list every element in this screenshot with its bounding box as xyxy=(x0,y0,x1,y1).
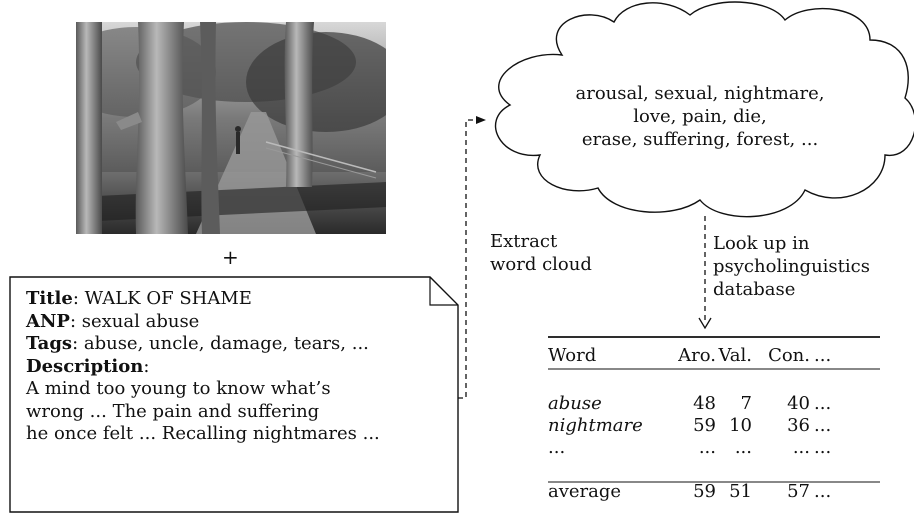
table-row: nightmare 59 10 36 ... xyxy=(548,414,831,436)
extract-label-line: Extract xyxy=(490,231,558,252)
table-average-row: average 59 51 57 ... xyxy=(548,480,831,502)
anp-value: : sexual abuse xyxy=(69,310,200,332)
description-heading: Description: xyxy=(26,356,380,379)
cloud-line: love, pain, die, xyxy=(633,106,767,127)
description-line: he once felt ... Recalling nightmares ..… xyxy=(26,423,380,444)
tags-line: Tags: abuse, uncle, damage, tears, ... xyxy=(26,333,380,356)
psycholinguistics-table: Word Aro. Val. Con. ... abuse 48 7 40 ..… xyxy=(548,340,831,502)
cloud-line: erase, suffering, forest, ... xyxy=(581,129,819,150)
description-line: wrong ... The pain and suffering xyxy=(26,400,320,422)
row-concreteness: ... xyxy=(792,436,810,458)
title-label: Title xyxy=(26,288,73,309)
row-valence: 7 xyxy=(740,392,752,414)
description-line: A mind too young to know what’s xyxy=(26,378,331,399)
lookup-label: Look up in psycholinguistics database xyxy=(713,233,870,302)
metadata-note: Title: WALK OF SHAME ANP: sexual abuse T… xyxy=(26,288,380,446)
header-more: ... xyxy=(814,344,832,366)
extract-arrowhead xyxy=(476,116,486,124)
anp-line: ANP: sexual abuse xyxy=(26,311,380,334)
extract-label-line: word cloud xyxy=(490,254,592,275)
metadata-note-outline xyxy=(9,276,459,513)
anp-label: ANP xyxy=(26,310,70,332)
average-label: average xyxy=(548,480,622,502)
table-row: abuse 48 7 40 ... xyxy=(548,392,831,414)
lookup-label-line: database xyxy=(713,279,796,300)
row-more: ... xyxy=(814,414,832,436)
lookup-label-line: Look up in xyxy=(713,233,810,254)
average-valence: 51 xyxy=(729,480,752,502)
title-value: : WALK OF SHAME xyxy=(72,288,252,309)
row-word: abuse xyxy=(548,392,602,414)
tags-value: : abuse, uncle, damage, tears, ... xyxy=(72,333,369,354)
description-label: Description xyxy=(26,355,144,377)
row-valence: 10 xyxy=(729,414,752,436)
row-more: ... xyxy=(814,392,832,414)
table-row: ... ... ... ... ... xyxy=(548,436,831,458)
row-word: ... xyxy=(548,436,566,458)
tags-label: Tags xyxy=(26,333,73,354)
average-concreteness: 57 xyxy=(787,480,810,502)
forest-photo-image xyxy=(76,22,386,234)
row-more: ... xyxy=(814,436,832,458)
note-fold xyxy=(429,277,458,306)
extract-label: Extract word cloud xyxy=(490,231,592,277)
extract-arrow-line xyxy=(458,119,478,399)
header-arousal: Aro. xyxy=(678,344,716,366)
cloud-line: arousal, sexual, nightmare, xyxy=(575,83,825,104)
word-cloud-text: arousal, sexual, nightmare, love, pain, … xyxy=(500,83,900,152)
row-arousal: 59 xyxy=(693,414,716,436)
table-header-row: Word Aro. Val. Con. ... xyxy=(548,340,831,370)
header-word: Word xyxy=(548,344,597,366)
row-arousal: 48 xyxy=(693,392,716,414)
row-concreteness: 40 xyxy=(787,392,810,414)
row-valence: ... xyxy=(734,436,752,458)
lookup-arrowhead xyxy=(698,317,712,330)
average-arousal: 59 xyxy=(693,480,716,502)
description-colon: : xyxy=(143,355,150,377)
lookup-label-line: psycholinguistics xyxy=(713,256,870,277)
title-line: Title: WALK OF SHAME xyxy=(26,288,380,311)
average-more: ... xyxy=(814,480,832,502)
forest-photo xyxy=(76,22,386,234)
row-arousal: ... xyxy=(698,436,716,458)
row-concreteness: 36 xyxy=(787,414,810,436)
row-word: nightmare xyxy=(548,414,643,436)
header-valence: Val. xyxy=(718,344,752,366)
header-concreteness: Con. xyxy=(768,344,810,366)
word-cloud-outline xyxy=(494,1,914,218)
plus-sign: + xyxy=(222,245,239,269)
